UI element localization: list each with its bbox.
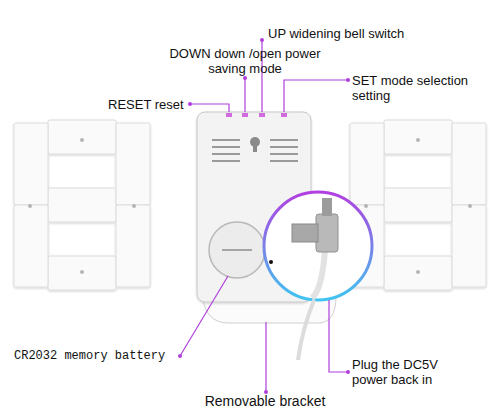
vent-slots: [212, 140, 298, 161]
digit-segment: [48, 120, 116, 154]
digit-segment: [384, 188, 452, 222]
screw-dot: [80, 270, 84, 274]
screw-dot: [80, 138, 84, 142]
dot-mark: [269, 260, 273, 264]
screw-dot: [28, 204, 32, 208]
callout-label: SET mode selection setting: [352, 73, 482, 103]
callout-label: CR2032 memory battery: [14, 349, 182, 364]
screw-dot: [416, 138, 420, 142]
digit-segment: [384, 256, 452, 290]
screw-dot: [132, 204, 136, 208]
power-cable: [298, 300, 314, 360]
callout-label: UP widening bell switch: [268, 26, 468, 41]
leader-dots: [178, 38, 350, 394]
leader-lines: [180, 40, 348, 392]
digit-segment: [116, 123, 150, 205]
down-button: [242, 113, 248, 117]
zoom-circle: [264, 192, 372, 300]
screw-dot: [468, 204, 472, 208]
digit-segment: [384, 120, 452, 154]
digit-segment: [14, 205, 48, 287]
battery-slot: [222, 249, 252, 251]
plug-cable: [312, 250, 325, 298]
digit-segment: [48, 256, 116, 290]
keyhole-slot: [253, 142, 257, 152]
digit-segment: [48, 188, 116, 222]
callout-label: Removable bracket: [190, 394, 340, 409]
reset-button: [226, 113, 232, 117]
dc-socket: [292, 224, 318, 242]
set-button: [281, 113, 287, 117]
callout-label: DOWN down /open power saving mode: [160, 46, 330, 76]
callout-label: Plug the DC5V power back in: [352, 357, 464, 387]
digit-segment: [14, 123, 48, 205]
digit-segment: [116, 205, 150, 287]
dc-plug-tip: [322, 198, 332, 216]
digit-segment: [452, 205, 486, 287]
digit-segment: [350, 123, 384, 205]
dc-plug: [316, 214, 338, 252]
callout-label: RESET reset: [108, 97, 188, 112]
battery-cover: [209, 222, 265, 278]
digit-segment: [452, 123, 486, 205]
up-button: [259, 113, 265, 117]
screw-dot: [364, 204, 368, 208]
screw-dot: [416, 270, 420, 274]
